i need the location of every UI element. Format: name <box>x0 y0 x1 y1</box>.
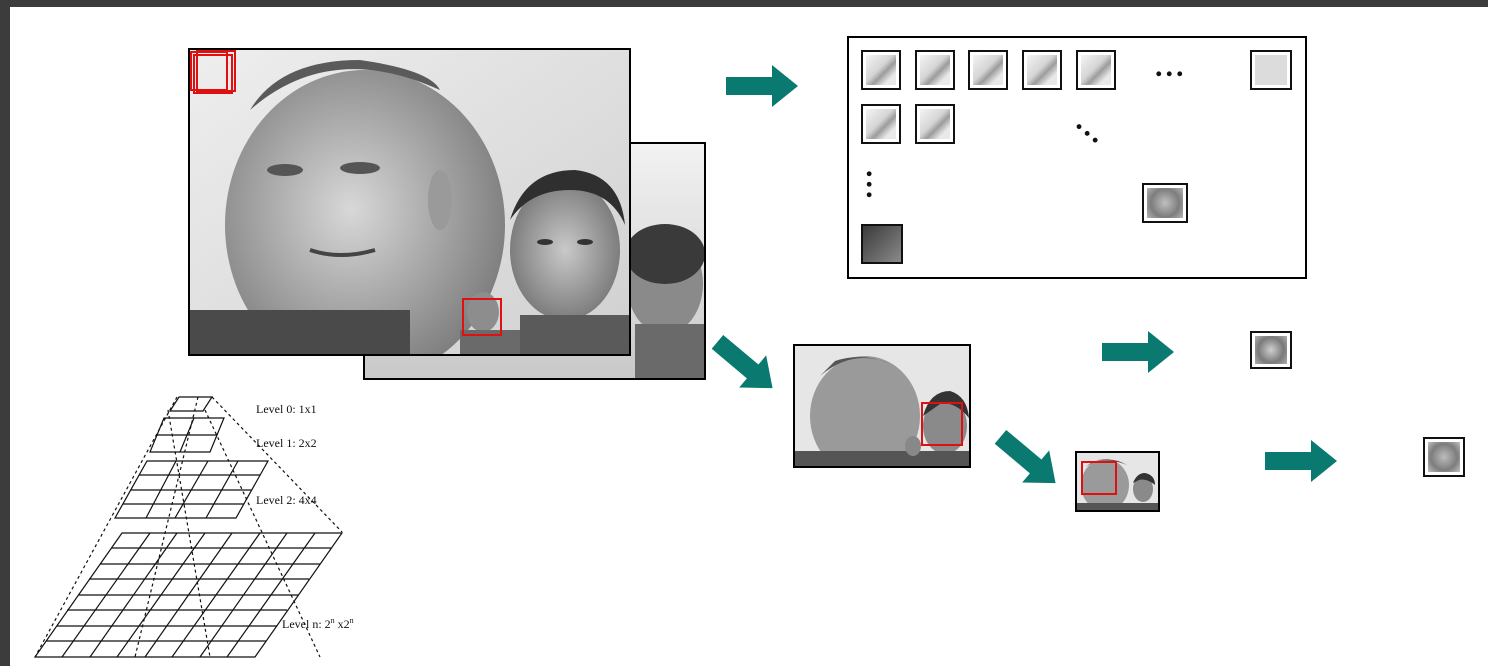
arrow-right-icon <box>726 65 798 107</box>
arrow-right-icon-2 <box>1102 331 1174 373</box>
diagram-canvas: ... ... ... <box>10 7 1488 666</box>
small-face-detection-box <box>462 298 502 336</box>
output-face-1 <box>1250 331 1292 369</box>
output-face-2 <box>1423 437 1465 477</box>
extracted-windows-panel: ... ... ... <box>847 36 1307 279</box>
face-detection-box <box>921 402 963 446</box>
level-n-sup-2: n <box>349 616 354 625</box>
pyramid-level-0 <box>168 396 214 412</box>
level-1-label: Level 1: 2x2 <box>256 436 317 450</box>
level-n-mid: x2 <box>334 617 350 631</box>
arrow-down-right-icon-2 <box>995 429 1056 484</box>
scaled-image-level-1-art <box>795 346 969 466</box>
window-thumbnail <box>915 50 955 90</box>
pyramid-level-1 <box>149 417 225 453</box>
face-detection-box-2 <box>1081 461 1117 495</box>
window-thumbnail <box>861 104 901 144</box>
window-thumbnail <box>1022 50 1062 90</box>
scaled-image-level-2 <box>1075 451 1160 512</box>
scaled-image-level-2-art <box>1077 453 1158 510</box>
row-ellipsis: ... <box>1155 50 1187 83</box>
level-2-label: Level 2: 4x4 <box>256 493 317 507</box>
scan-window-stack-3 <box>196 50 236 92</box>
arrow-down-right-icon <box>712 334 773 389</box>
window-thumbnail <box>915 104 955 144</box>
resolution-pyramid <box>33 396 344 658</box>
level-n-sup-1: n <box>330 616 335 625</box>
level-n-prefix: Level n: 2 <box>282 617 331 631</box>
pyramid-level-2 <box>113 460 270 519</box>
window-thumbnail <box>1076 50 1116 90</box>
face-window-thumbnail <box>1142 183 1188 223</box>
input-image-front-art <box>190 50 629 354</box>
window-thumbnail <box>861 50 901 90</box>
level-0-label: Level 0: 1x1 <box>256 402 317 416</box>
level-n-label: Level n: 2n x2n <box>282 616 354 632</box>
window-thumbnail <box>861 224 903 264</box>
pyramid-level-n <box>33 532 344 658</box>
window-thumbnail <box>1250 50 1292 90</box>
input-image-front <box>188 48 631 356</box>
scaled-image-level-1 <box>793 344 971 468</box>
column-ellipsis: ... <box>860 170 893 202</box>
diagonal-ellipsis: ... <box>1070 105 1116 152</box>
scan-window-stack <box>193 54 233 94</box>
arrow-right-icon-3 <box>1265 440 1337 482</box>
window-thumbnail <box>968 50 1008 90</box>
